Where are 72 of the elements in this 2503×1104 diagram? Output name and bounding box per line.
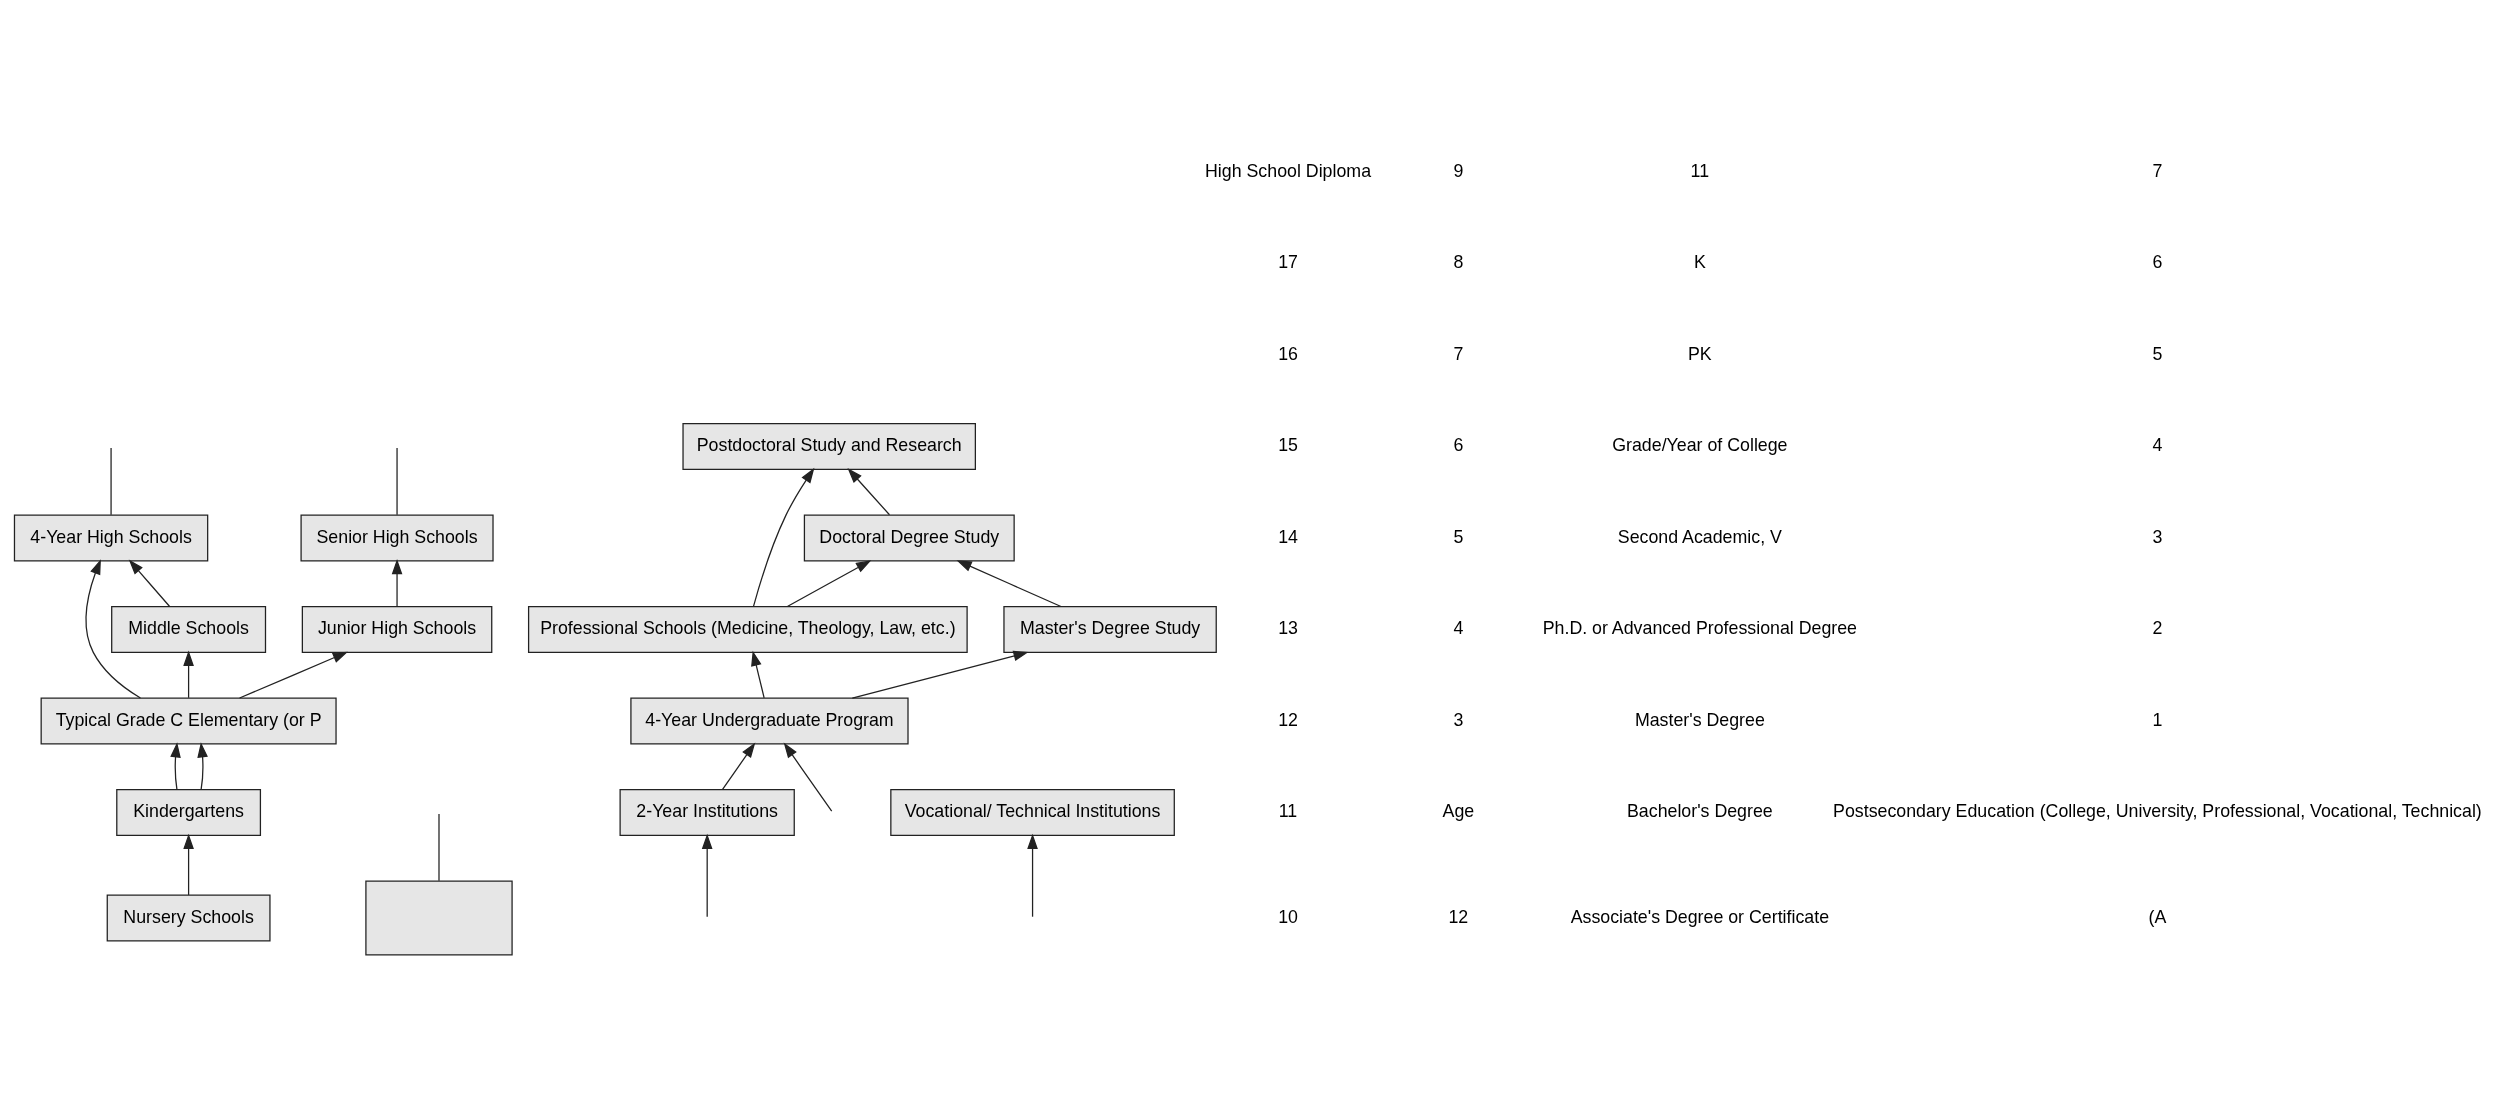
node-box: Senior High Schools — [300, 514, 494, 562]
label: 17 — [1278, 252, 1298, 273]
arrow — [85, 559, 142, 699]
label: Grade/Year of College — [1612, 435, 1788, 456]
node-box: Junior High Schools — [301, 606, 493, 654]
label: 2 — [2152, 618, 2163, 639]
label: 15 — [1278, 435, 1298, 456]
arrow — [786, 560, 872, 608]
label: 6 — [1453, 435, 1464, 456]
label: Age — [1442, 801, 1475, 822]
arrow — [701, 833, 713, 918]
arrow — [956, 560, 1062, 608]
arrow — [238, 651, 348, 699]
label: 7 — [1453, 343, 1464, 364]
label: Ph.D. or Advanced Professional Degree — [1542, 618, 1858, 639]
node-box: Vocational/ Technical Institutions — [890, 789, 1175, 837]
node-box: 2-Year Institutions — [619, 789, 795, 837]
label: High School Diploma — [1205, 160, 1372, 181]
label: 3 — [2152, 526, 2163, 547]
node-box: 4-Year High Schools — [13, 514, 209, 562]
connector — [396, 447, 398, 516]
label: 12 — [1278, 709, 1298, 730]
label: 8 — [1453, 252, 1464, 273]
label: Master's Degree — [1634, 709, 1765, 730]
label: 9 — [1453, 160, 1464, 181]
label: 7 — [2152, 160, 2163, 181]
label: Associate's Degree or Certificate — [1570, 906, 1830, 927]
label: Bachelor's Degree — [1626, 801, 1773, 822]
arrow — [721, 742, 756, 790]
label: Second Academic, V — [1617, 526, 1782, 547]
label: 12 — [1448, 906, 1469, 927]
node-box: Master's Degree Study — [1003, 606, 1217, 654]
arrow — [847, 468, 891, 516]
arrow — [391, 559, 403, 607]
node-box: Professional Schools (Medicine, Theology, Law, etc.) — [527, 606, 968, 654]
label: 3 — [1453, 709, 1464, 730]
label: PK — [1687, 343, 1712, 364]
node-box: Typical Grade C Elementary (or P — [40, 697, 337, 745]
node-box: Kindergartens — [116, 789, 262, 837]
arrow — [1027, 833, 1038, 918]
node-box: Postdoctoral Study and Research — [682, 423, 976, 470]
node-box: Middle Schools — [111, 606, 267, 654]
label: 11 — [1278, 801, 1298, 822]
node-box: Doctoral Degree Study — [803, 514, 1015, 562]
arrow — [128, 559, 171, 607]
label: (A — [2148, 906, 2167, 927]
arrow — [751, 650, 765, 699]
arrow — [170, 742, 181, 790]
label: 11 — [1690, 160, 1710, 181]
node-box: 4-Year Undergraduate Program — [630, 697, 909, 745]
node-box: Nursery Schools — [106, 894, 271, 942]
label: 16 — [1278, 343, 1298, 364]
node-box — [365, 880, 513, 956]
label: 6 — [2152, 252, 2163, 273]
arrow — [183, 833, 194, 896]
label: 5 — [2152, 343, 2163, 364]
arrow — [183, 650, 194, 699]
label: 4 — [2152, 435, 2163, 456]
label: 13 — [1278, 618, 1298, 639]
arrow — [752, 467, 815, 607]
arrow — [851, 650, 1029, 699]
label: 1 — [2152, 709, 2163, 730]
arrow — [783, 742, 833, 812]
label: 4 — [1453, 618, 1464, 639]
label: Postsecondary Education (College, University, Professional, Vocational, Technical) — [1833, 801, 2482, 822]
connector — [110, 447, 112, 516]
label: K — [1693, 252, 1706, 273]
connector — [438, 813, 440, 882]
arrow — [197, 742, 208, 790]
label: 5 — [1453, 526, 1464, 547]
label: 14 — [1278, 526, 1298, 547]
label: 10 — [1278, 906, 1298, 927]
